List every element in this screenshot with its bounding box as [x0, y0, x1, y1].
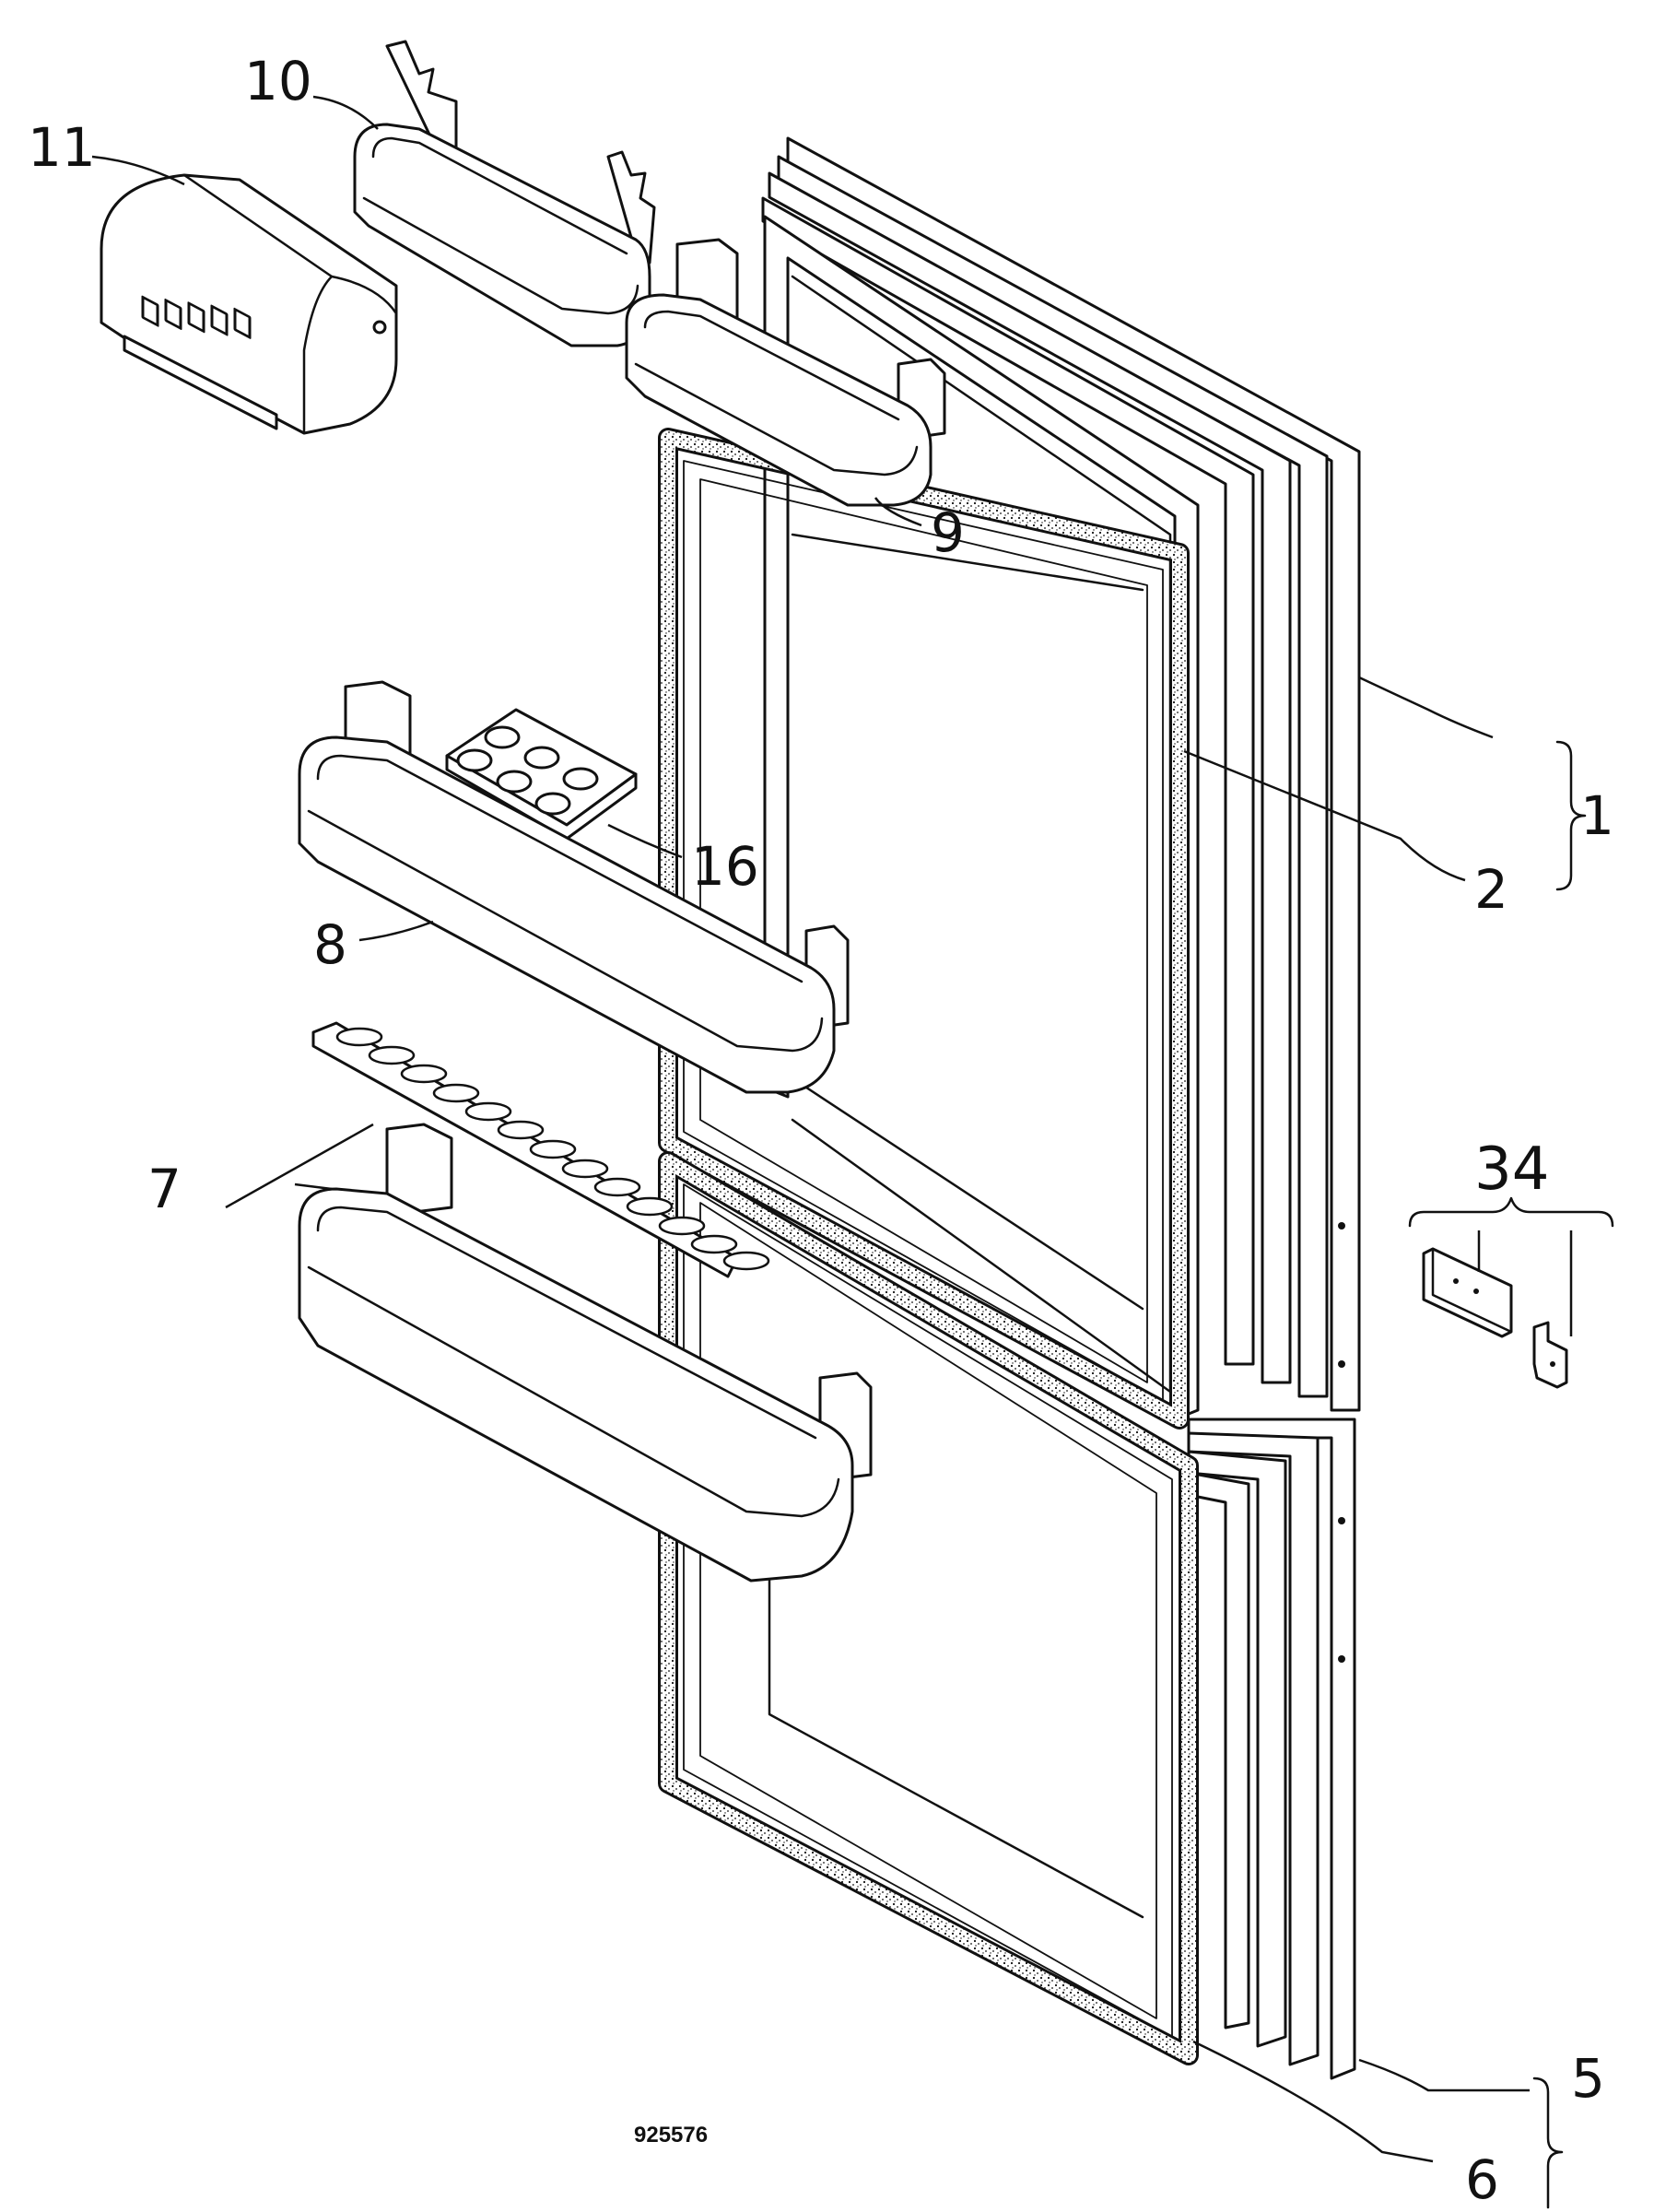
label-10: 10: [244, 50, 312, 112]
label-1: 1: [1580, 784, 1614, 847]
label-9: 9: [931, 501, 965, 564]
part-16-egg-tray: [445, 708, 638, 841]
part-8-door-shelf: [298, 680, 850, 1094]
label-8: 8: [313, 913, 347, 976]
part-9-shelf: [625, 238, 946, 507]
part-7-bottle-bar: [311, 1021, 770, 1278]
lower-door-panel: [658, 1151, 1356, 2080]
label-7: 7: [147, 1158, 182, 1220]
leader-lines: [91, 95, 1573, 2163]
label-2: 2: [1474, 858, 1508, 921]
part-11-dairy-compartment: [100, 173, 398, 435]
drawing-number: 925576: [634, 2123, 708, 2147]
part-7-bottom-shelf: [298, 1123, 873, 1583]
part-34-hinge-brackets: [1422, 1247, 1568, 1389]
label-11: 11: [28, 116, 96, 179]
label-5: 5: [1571, 2047, 1605, 2110]
label-16: 16: [691, 835, 759, 898]
part-10-upper-shelf: [353, 40, 656, 347]
braces: [1408, 740, 1614, 2209]
label-34: 34: [1474, 1135, 1549, 1204]
label-6: 6: [1465, 2148, 1499, 2211]
